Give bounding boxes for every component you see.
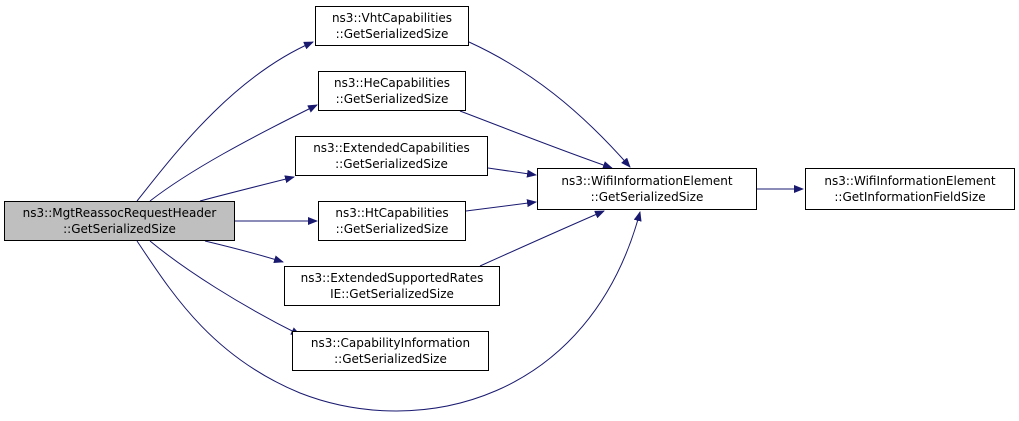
node-line1: ns3::HtCapabilities <box>335 206 449 220</box>
node-extended-supported-rates-ie-get-serialized-size[interactable]: ns3::ExtendedSupportedRates IE::GetSeria… <box>284 266 500 306</box>
edge-he-to-wifiie <box>459 110 613 169</box>
node-line2: IE::GetSerializedSize <box>330 287 454 301</box>
node-ht-capabilities-get-serialized-size[interactable]: ns3::HtCapabilities ::GetSerializedSize <box>318 201 466 241</box>
edge-vht-to-wifiie <box>468 41 631 168</box>
node-he-capabilities-get-serialized-size[interactable]: ns3::HeCapabilities ::GetSerializedSize <box>318 71 466 111</box>
node-extended-capabilities-get-serialized-size[interactable]: ns3::ExtendedCapabilities ::GetSerialize… <box>295 136 488 176</box>
node-line1: ns3::WifiInformationElement <box>561 174 733 188</box>
node-line1: ns3::CapabilityInformation <box>310 336 471 350</box>
node-wifi-information-element-get-information-field-size[interactable]: ns3::WifiInformationElement ::GetInforma… <box>805 168 1015 210</box>
edge-root-to-he <box>149 104 318 202</box>
node-wifi-information-element-get-serialized-size[interactable]: ns3::WifiInformationElement ::GetSeriali… <box>537 168 757 210</box>
edge-root-to-capinfo <box>149 240 301 336</box>
node-line2: ::GetInformationFieldSize <box>834 190 986 204</box>
edge-root-to-extcap <box>199 175 295 202</box>
edge-root-to-wifiie <box>136 211 642 412</box>
edge-root-to-extrates <box>204 240 284 264</box>
node-line1: ns3::ExtendedCapabilities <box>313 141 470 155</box>
node-capability-information-get-serialized-size[interactable]: ns3::CapabilityInformation ::GetSerializ… <box>292 331 489 371</box>
edge-ht-to-wifiie <box>465 199 537 212</box>
edge-extrates-to-wifiie <box>479 210 605 267</box>
node-line1: ns3::ExtendedSupportedRates <box>300 271 484 285</box>
node-line1: ns3::WifiInformationElement <box>824 174 996 188</box>
node-vht-capabilities-get-serialized-size[interactable]: ns3::VhtCapabilities ::GetSerializedSize <box>315 6 469 46</box>
node-line2: ::GetSerializedSize <box>335 92 449 106</box>
edge-extcap-to-wifiie <box>487 167 537 178</box>
edge-root-to-vht <box>136 41 314 202</box>
node-line2: ::GetSerializedSize <box>335 222 449 236</box>
node-line2: ::GetSerializedSize <box>335 27 449 41</box>
node-line1: ns3::MgtReassocRequestHeader <box>22 206 217 220</box>
node-line1: ns3::HeCapabilities <box>334 76 450 90</box>
node-line2: ::GetSerializedSize <box>334 352 447 366</box>
node-line1: ns3::VhtCapabilities <box>331 11 453 25</box>
node-line2: ::GetSerializedSize <box>63 222 176 236</box>
node-line2: ::GetSerializedSize <box>335 157 448 171</box>
node-line2: ::GetSerializedSize <box>590 190 704 204</box>
node-mgt-reassoc-request-header-get-serialized-size: ns3::MgtReassocRequestHeader ::GetSerial… <box>4 201 235 241</box>
